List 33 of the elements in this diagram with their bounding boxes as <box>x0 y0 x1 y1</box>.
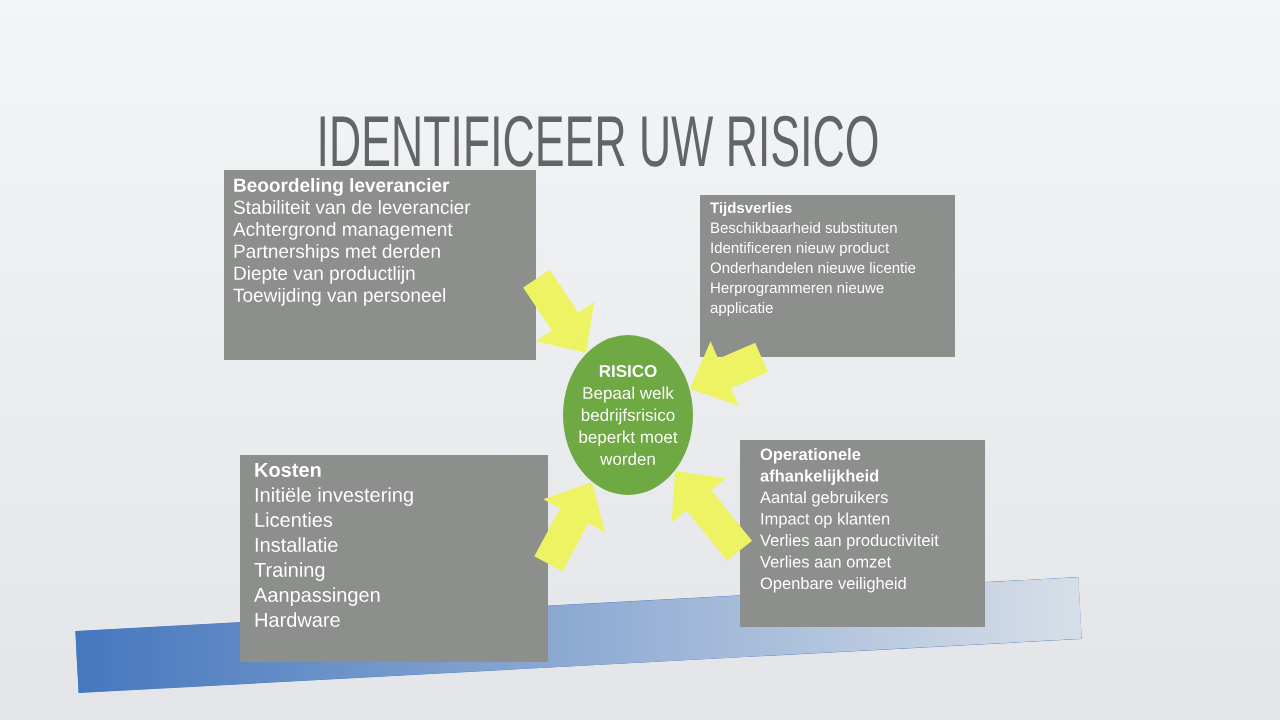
list-item: Herprogrammeren nieuwe applicatie <box>710 282 884 316</box>
list-item: Partnerships met derden <box>234 244 440 262</box>
topic-box <box>240 455 548 662</box>
list-item: Hardware <box>255 612 340 627</box>
list-item: Beschikbaarheid substituten <box>711 222 897 234</box>
risk-circle <box>563 335 693 495</box>
list-item: Stabiliteit van de leverancier <box>233 200 471 214</box>
heading: Operationele afhankelijkheid <box>760 448 879 485</box>
list-item: Aanpassingen <box>254 587 380 606</box>
list-item: Impact op klanten <box>761 512 890 528</box>
block-arrow <box>671 471 753 561</box>
list-item: Identificeren nieuw product <box>711 242 890 256</box>
topic-box <box>740 440 985 627</box>
list-item: Training <box>254 562 325 581</box>
list-item: Onderhandelen nieuwe licentie <box>710 262 916 274</box>
heading: Kosten <box>255 463 321 477</box>
body-text: Bepaal welk bedrijfsrisico beperkt moet worden <box>579 386 678 465</box>
list-item: Diepte van productlijn <box>234 266 415 284</box>
list-item: Toewijding van personeel <box>233 288 446 306</box>
heading: Tijdsverlies <box>710 202 792 216</box>
list-item: Verlies aan omzet <box>760 555 891 568</box>
heading: Beoordeling leverancier <box>234 178 450 196</box>
slide-title: IDENTIFICEER UW RISICO <box>320 115 878 167</box>
list-item: Installatie <box>255 537 338 552</box>
list-item: Openbare veiligheid <box>760 577 906 593</box>
topic-box <box>700 195 955 357</box>
list-item: Verlies aan productiviteit <box>760 534 939 550</box>
list-item: Aantal gebruikers <box>760 491 888 507</box>
heading: RISICO <box>599 365 657 377</box>
list-item: Achtergrond management <box>233 222 453 240</box>
list-item: Licenties <box>255 512 333 527</box>
list-item: Initiële investering <box>255 487 413 506</box>
topic-box <box>224 170 536 360</box>
